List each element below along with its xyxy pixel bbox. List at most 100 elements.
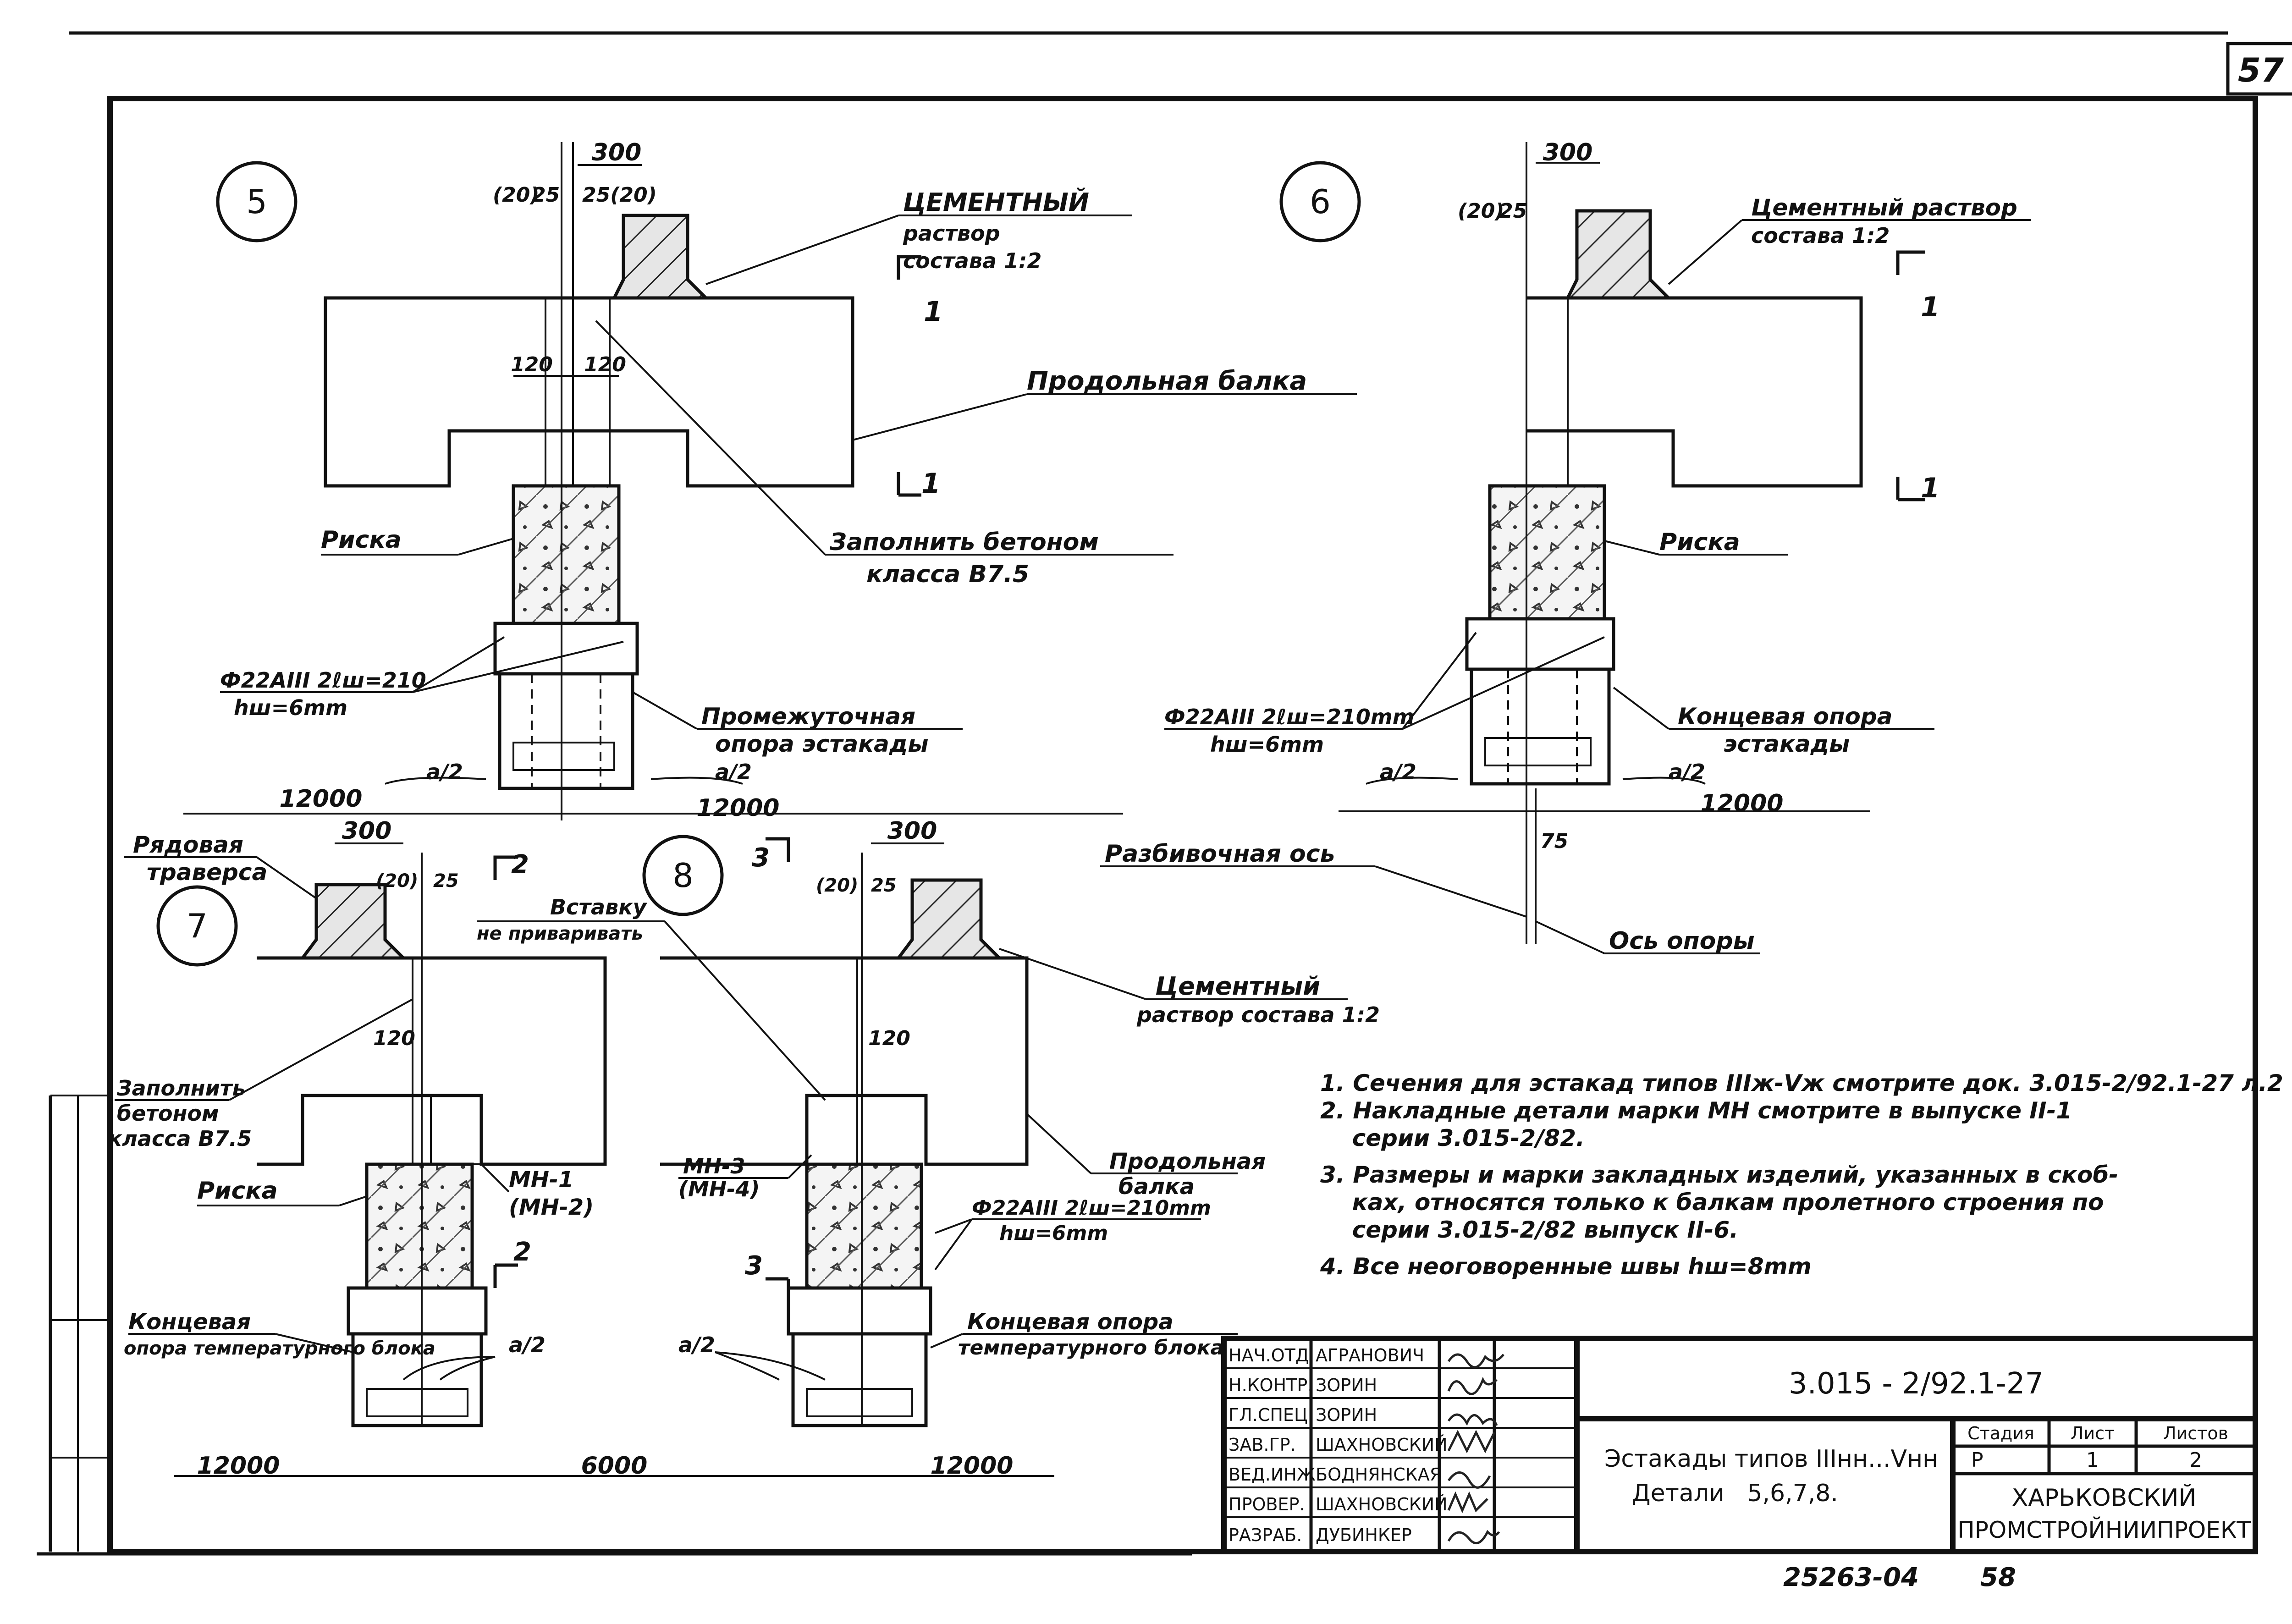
detail-7-dim-left-b: 25 [433, 870, 459, 892]
detail-5-fill-label: Заполнить бетоном [829, 528, 1099, 556]
detail-6-dim-left-b: 25 [1499, 199, 1527, 223]
page-number-box [2226, 42, 2292, 96]
signature-marks [1447, 1353, 1504, 1544]
org-line-1: ХАРЬКОВСКИЙ [2012, 1484, 2197, 1512]
detail-7-section-bottom: 2 [513, 1237, 531, 1267]
detail-8-span-right: 12000 [931, 1452, 1014, 1480]
detail-6-dim-top: 300 [1543, 139, 1593, 166]
detail-5: 5 300 (20) 25 25(20) 120 120 12000 12000… [183, 139, 1357, 822]
detail-7-marker [156, 885, 238, 967]
sheet-frame [107, 96, 2258, 1554]
sig-name-4: БОДНЯНСКАЯ [1316, 1464, 1442, 1485]
detail-5-section-top: 1 [924, 296, 943, 328]
sheet-value: 1 [2086, 1448, 2099, 1472]
detail-6-pier [1488, 484, 1606, 621]
sheets-value: 2 [2189, 1448, 2202, 1472]
sig-name-5: ШАХНОВСКИЙ [1316, 1494, 1448, 1514]
detail-8-marker [642, 835, 724, 916]
detail-6-beam [1526, 296, 1863, 488]
detail-7-bay-label-2: траверса [147, 859, 267, 886]
sheet-header: Лист [2071, 1423, 2115, 1443]
detail-5-fill-label-2: класса В7.5 [866, 561, 1029, 588]
detail-6-section-bottom: 1 [1921, 472, 1940, 504]
detail-6-expansion-axis-label: Разбивочная ось [1105, 840, 1335, 868]
detail-8-beam-label-2: балка [1118, 1174, 1195, 1200]
detail-7-support-cap [347, 1286, 488, 1336]
detail-8-support-label-2: температурного блока [958, 1336, 1224, 1360]
detail-5-span-right: 12000 [697, 794, 780, 822]
detail-6-support-axis-label: Ось опоры [1609, 927, 1755, 955]
detail-8-beam [660, 956, 1029, 1166]
detail-7-fill-label-2: бетоном [117, 1101, 219, 1126]
stage-value: Р [1971, 1448, 1983, 1472]
doc-code: 3.015 - 2/92.1-27 [1789, 1367, 2044, 1401]
note-1: 1. Сечения для эстакад типов IIIж-Vж смо… [1320, 1070, 2283, 1096]
sig-role-4: ВЕД.ИНЖ. [1229, 1464, 1321, 1485]
sig-name-3: ШАХНОВСКИЙ [1316, 1435, 1448, 1455]
sig-name-1: ЗОРИН [1316, 1375, 1377, 1395]
detail-7-dim-left-a: (20) [376, 870, 418, 892]
detail-5-support [498, 674, 634, 790]
detail-8-dim-120: 120 [868, 1027, 910, 1050]
bottom-page-number: 58 [1980, 1563, 2016, 1592]
detail-8-a2: a/2 [678, 1332, 715, 1357]
detail-6-section-top: 1 [1921, 291, 1940, 323]
detail-8: 8 300 (20) 25 120 6000 12000 3 3 Вставку… [477, 817, 1380, 1480]
detail-6-risk-label: Риска [1659, 528, 1740, 556]
detail-8-mortar-block [895, 878, 1003, 960]
detail-7-support [351, 1334, 483, 1427]
detail-8-support-cap [787, 1286, 932, 1336]
sig-name-2: ЗОРИН [1316, 1405, 1377, 1425]
detail-6-mortar-block [1565, 209, 1673, 300]
detail-8-beam-label: Продольная [1109, 1149, 1266, 1174]
title-line-1: Эстакады типов IIIнн...Vнн [1604, 1445, 1938, 1473]
detail-6-support-label: Концевая опора [1678, 703, 1892, 730]
detail-6-rebar-label: Ф22АIII 2ℓш=210mm [1164, 705, 1415, 729]
detail-8-insert-label: Вставку [550, 895, 647, 919]
sig-role-3: ЗАВ.ГР. [1229, 1435, 1296, 1455]
general-notes: 1. Сечения для эстакад типов IIIж-Vж смо… [1320, 1070, 2283, 1280]
detail-8-mn-label-2: (МН-4) [678, 1177, 760, 1201]
title-line-2: Детали 5,6,7,8. [1632, 1480, 1838, 1507]
detail-5-section-bottom: 1 [921, 468, 941, 500]
detail-5-dim-120-l: 120 [511, 353, 553, 376]
detail-5-span-left: 12000 [280, 785, 363, 813]
detail-6-span: 12000 [1701, 790, 1784, 817]
detail-8-insert-label-2: не приваривать [477, 923, 643, 944]
detail-8-span-mid: 6000 [581, 1452, 648, 1480]
sig-name-6: ДУБИНКЕР [1316, 1525, 1412, 1545]
detail-7-a2: a/2 [509, 1332, 545, 1357]
detail-5-marker [216, 161, 298, 242]
detail-5-dim-left-b: 25 [532, 183, 560, 207]
detail-5-mortar-label-2: раствор [903, 221, 1000, 246]
note-3b: ках, относятся только к балкам пролетног… [1320, 1189, 2104, 1216]
sig-role-0: НАЧ.ОТД. [1229, 1345, 1315, 1365]
detail-7-mn-label-2: (МН-2) [509, 1195, 594, 1220]
detail-6-support [1470, 669, 1611, 786]
detail-8-dim-left-b: 25 [871, 875, 897, 896]
detail-7-bay-label: Рядовая [133, 831, 243, 858]
detail-5-rebar-label-2: hш=6mm [234, 695, 347, 720]
detail-8-rebar-label: Ф22АIII 2ℓш=210mm [972, 1196, 1211, 1220]
detail-5-mortar-label-3: состава 1:2 [903, 248, 1041, 273]
detail-7-section-top: 2 [511, 850, 529, 880]
sig-role-1: Н.КОНТР. [1229, 1375, 1313, 1395]
detail-7-mortar-block [299, 883, 408, 960]
detail-5-a2-left: a/2 [426, 760, 463, 784]
note-2b: серии 3.015-2/82. [1320, 1125, 1585, 1151]
detail-8-rebar-label-2: hш=6mm [999, 1222, 1108, 1245]
note-4: 4. Все неоговоренные швы hш=8mm [1320, 1253, 1812, 1280]
org-line-2: ПРОМСТРОЙНИИПРОЕКТ [1957, 1516, 2251, 1543]
page-number: 57 [2238, 51, 2284, 89]
detail-6-offset: 75 [1540, 830, 1568, 853]
detail-5-a2-right: a/2 [715, 760, 752, 784]
detail-6-marker [1279, 161, 1361, 242]
detail-6-mortar-label-2: состава 1:2 [1751, 223, 1890, 248]
detail-5-dim-left-a: (20) [493, 183, 539, 207]
detail-6-support-cap [1465, 617, 1615, 671]
sig-role-2: ГЛ.СПЕЦ. [1229, 1405, 1313, 1425]
detail-5-pier [512, 484, 621, 625]
detail-8-section-top: 3 [752, 843, 770, 873]
detail-8-dim-top: 300 [887, 817, 937, 845]
